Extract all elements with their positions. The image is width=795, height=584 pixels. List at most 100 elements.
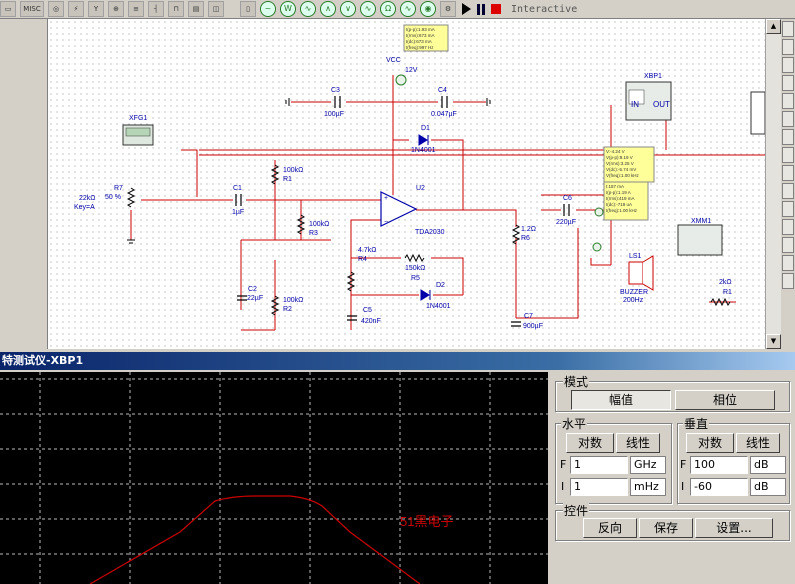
reverse-button[interactable]: 反向 [583, 518, 637, 538]
plot-grid [0, 372, 548, 584]
probe2-line: V(dc):-5.74 mV [606, 167, 636, 172]
magnitude-curve [89, 495, 421, 584]
multimeter-icon[interactable]: ▯ [240, 1, 256, 17]
horizontal-final-unit[interactable]: GHz [630, 456, 666, 474]
scroll-down-icon[interactable]: ▼ [766, 334, 781, 349]
rf-component-icon[interactable]: Y [88, 1, 104, 17]
horizontal-final-input[interactable]: 1 [570, 456, 628, 474]
offscreen-instrument [750, 91, 766, 135]
component-group-icon[interactable]: ▭ [0, 1, 16, 17]
simulation-mode-label: Interactive [511, 3, 578, 15]
instrument-slot-icon[interactable] [782, 147, 794, 163]
instrument-slot-icon[interactable] [782, 93, 794, 109]
vertical-final-unit[interactable]: dB [750, 456, 786, 474]
c6-name: C6 [563, 195, 572, 202]
r4-name: R4 [358, 256, 367, 263]
phase-button[interactable]: 相位 [675, 390, 775, 410]
power-component-icon[interactable]: ⚡ [68, 1, 84, 17]
indicator-icon[interactable]: ◎ [48, 1, 64, 17]
r5-name: R5 [411, 275, 420, 282]
probe3-line: I(dc):-719 uA [606, 202, 632, 207]
xmm1-label: XMM1 [691, 218, 711, 225]
instrument-slot-icon[interactable] [782, 183, 794, 199]
xfg1-label: XFG1 [129, 115, 147, 122]
instrument-slot-icon[interactable] [782, 57, 794, 73]
multimeter-xmm1 [677, 224, 723, 256]
u2-name: U2 [416, 185, 425, 192]
bus-icon[interactable]: ⊓ [168, 1, 184, 17]
connector-icon[interactable]: ┤ [148, 1, 164, 17]
horizontal-linear-button[interactable]: 线性 [616, 433, 660, 453]
r7-value: 22kΩ [79, 195, 96, 202]
r6-name: R6 [521, 235, 530, 242]
bode-plot-svg: 51黑电子 [0, 372, 548, 584]
simulation-controls: Interactive [458, 0, 577, 18]
probe1-line: I(rms):673 mA [406, 33, 435, 38]
schematic-canvas[interactable]: + − [47, 19, 766, 349]
instrument-slot-icon[interactable] [782, 219, 794, 235]
scroll-up-icon[interactable]: ▲ [766, 19, 781, 34]
r2-value: 100kΩ [283, 297, 303, 304]
graph-icon[interactable]: ◫ [208, 1, 224, 17]
instrument-slot-icon[interactable] [782, 165, 794, 181]
wattmeter-icon[interactable]: W [280, 1, 296, 17]
op-amp-u2: + − [380, 191, 418, 227]
d1-name: D1 [421, 125, 430, 132]
instrument-slot-icon[interactable] [782, 75, 794, 91]
horizontal-initial-unit[interactable]: mHz [630, 478, 666, 496]
instrument-slot-icon[interactable] [782, 111, 794, 127]
ls1-name: LS1 [629, 253, 642, 260]
oscilloscope-icon[interactable]: ∿ [300, 1, 316, 17]
vertical-initial-unit[interactable]: dB [750, 478, 786, 496]
instrument-slot-icon[interactable] [782, 21, 794, 37]
function-generator-xfg1 [122, 124, 154, 146]
bode-plotter-window: 特测试仪-XBP1 51黑电子 模式 幅值 [0, 352, 795, 584]
instrument-slot-icon[interactable] [782, 39, 794, 55]
c7-name: C7 [524, 313, 533, 320]
magnitude-button[interactable]: 幅值 [571, 390, 671, 410]
ladder-icon[interactable]: ≡ [128, 1, 144, 17]
electromechanical-icon[interactable]: ⊕ [108, 1, 124, 17]
vertical-initial-label: I [681, 480, 685, 493]
probe3-line: I(p-p):1.19 A [606, 190, 631, 195]
misc-component-button[interactable]: MISC [20, 1, 44, 17]
vertical-log-button[interactable]: 对数 [686, 433, 734, 453]
instrument-slot-icon[interactable] [782, 273, 794, 289]
save-button[interactable]: 保存 [639, 518, 693, 538]
horizontal-initial-input[interactable]: 1 [570, 478, 628, 496]
settings-button[interactable]: 设置... [695, 518, 773, 538]
instrument-slot-icon[interactable] [782, 237, 794, 253]
logic-analyzer-icon[interactable]: Ω [380, 1, 396, 17]
bode-plot-display[interactable]: 51黑电子 [0, 372, 548, 584]
bode-plotter-title[interactable]: 特测试仪-XBP1 [0, 352, 795, 370]
instrument-slot-icon[interactable] [782, 201, 794, 217]
function-generator-icon[interactable]: ~ [260, 1, 276, 17]
vertical-label: 垂直 [683, 415, 710, 432]
probe2-line: V(p-p):9.19 V [606, 155, 633, 160]
hierarchical-icon[interactable]: ▤ [188, 1, 204, 17]
word-generator-icon[interactable]: ∿ [360, 1, 376, 17]
settings-gear-icon[interactable]: ⚙ [440, 1, 456, 17]
distortion-analyzer-icon[interactable]: ◉ [420, 1, 436, 17]
iv-analyzer-icon[interactable]: ∿ [400, 1, 416, 17]
pause-icon[interactable] [477, 3, 485, 15]
probe2-line: V:-4.24 V [606, 149, 625, 154]
bode-control-panel: 模式 幅值 相位 水平 对数 线性 F 1 GHz I 1 mHz 垂直 对数 … [551, 372, 795, 584]
play-icon[interactable] [462, 3, 471, 15]
horizontal-log-button[interactable]: 对数 [566, 433, 614, 453]
instrument-slot-icon[interactable] [782, 129, 794, 145]
vertical-scrollbar[interactable]: ▲ ▼ [765, 19, 782, 349]
probe1-line: I(p-p):1.93 mA [406, 27, 435, 32]
mode-group [555, 381, 791, 413]
vertical-final-input[interactable]: 100 [690, 456, 748, 474]
instrument-slot-icon[interactable] [782, 255, 794, 271]
stop-icon[interactable] [491, 4, 501, 14]
frequency-counter-icon[interactable]: ∨ [340, 1, 356, 17]
vcc-label: VCC [386, 57, 401, 64]
c5-value: 420nF [361, 318, 381, 325]
probe3-line: I(rms):419 mA [606, 196, 635, 201]
vertical-linear-button[interactable]: 线性 [736, 433, 780, 453]
bode-plotter-icon[interactable]: ∧ [320, 1, 336, 17]
r4-value: 4.7kΩ [358, 247, 376, 254]
vertical-initial-input[interactable]: -60 [690, 478, 748, 496]
